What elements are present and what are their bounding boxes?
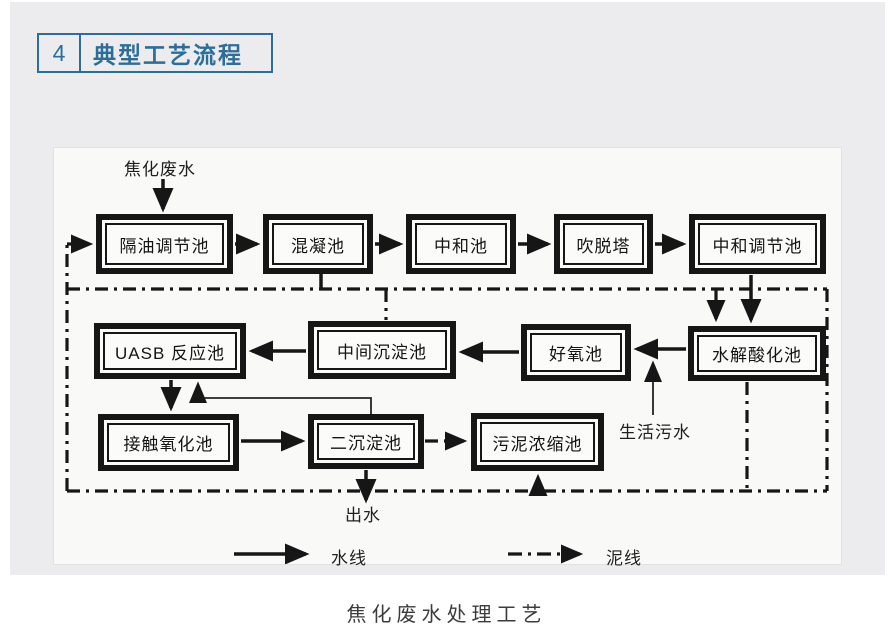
node-label: 中和调节池	[698, 223, 817, 265]
section-number: 4	[39, 35, 81, 71]
node-hydrolysis-acidification-tank: 水解酸化池	[688, 326, 826, 381]
node-intermediate-sedimentation-tank: 中间沉淀池	[308, 321, 456, 379]
sludge-lines	[65, 234, 829, 497]
node-label: 好氧池	[530, 333, 622, 372]
label-effluent: 出水	[345, 506, 381, 525]
label-domestic-sewage: 生活污水	[619, 423, 691, 442]
node-contact-oxidation-tank: 接触氧化池	[98, 414, 239, 471]
flowchart-card: 隔油调节池 混凝池 中和池 吹脱塔 中和调节池 UASB 反应池 中间沉淀池 好…	[53, 147, 842, 568]
label-coking-wastewater: 焦化废水	[124, 160, 196, 179]
node-secondary-sedimentation-tank: 二沉淀池	[308, 414, 424, 469]
node-label: 中和池	[415, 223, 507, 265]
node-neutralization-tank: 中和池	[406, 214, 516, 274]
flow-connectors	[65, 179, 829, 564]
node-label: 污泥浓缩池	[480, 422, 595, 462]
node-label: 接触氧化池	[107, 423, 230, 462]
node-coagulation-tank: 混凝池	[263, 214, 373, 274]
node-label: 二沉淀池	[317, 423, 415, 460]
figure-caption: 焦化废水处理工艺	[346, 604, 547, 626]
node-uasb-reactor: UASB 反应池	[94, 323, 246, 379]
return-lines	[189, 360, 662, 415]
legend-water-line-label: 水线	[331, 549, 367, 568]
node-oil-separation-regulating-tank: 隔油调节池	[96, 214, 233, 274]
water-lines	[152, 179, 762, 504]
legend-sludge-line-label: 泥线	[606, 549, 642, 568]
node-label: 混凝池	[272, 223, 364, 265]
section-title: 典型工艺流程	[93, 42, 243, 68]
node-label: 隔油调节池	[105, 223, 224, 265]
node-label: UASB 反应池	[103, 332, 237, 370]
node-label: 水解酸化池	[697, 335, 817, 372]
node-label: 吹脱塔	[563, 223, 644, 265]
node-aerobic-tank: 好氧池	[521, 324, 631, 381]
section-header: 4 典型工艺流程	[37, 33, 273, 73]
node-neutralization-regulating-tank: 中和调节池	[689, 214, 826, 274]
node-sludge-thickening-tank: 污泥浓缩池	[471, 413, 604, 471]
node-stripping-tower: 吹脱塔	[554, 214, 653, 274]
node-label: 中间沉淀池	[317, 330, 447, 370]
